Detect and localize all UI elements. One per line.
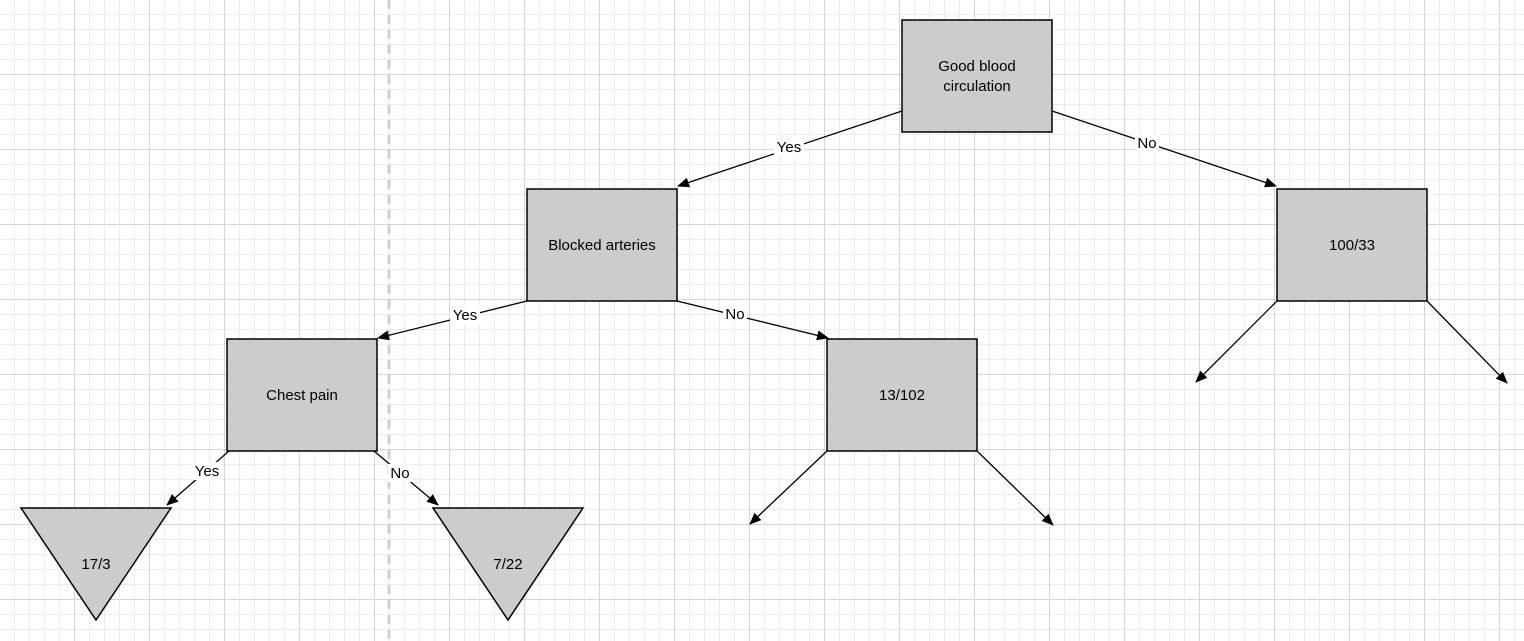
node-leaf-7-22: 7/22 (431, 507, 585, 622)
edge-leaf-13-102-to-open-6 (749, 450, 828, 525)
node-leaf-100-33: 100/33 (1276, 188, 1428, 302)
node-label: 17/3 (81, 556, 110, 573)
decision-box (1276, 188, 1428, 302)
edge-label-background (723, 305, 747, 323)
edge-label-background (450, 306, 480, 324)
node-label: Chest pain (266, 387, 338, 404)
decision-box (901, 19, 1053, 133)
edge-label-background (774, 138, 804, 156)
edge-blocked-to-leaf-13-102 (676, 300, 829, 341)
node-leaf-13-102: 13/102 (826, 338, 978, 452)
node-root: Good blood circulation (901, 19, 1053, 133)
node-label: circulation (943, 78, 1011, 95)
edge-label-background (192, 462, 222, 480)
leaf-triangle (431, 507, 585, 622)
node-blocked: Blocked arteries (526, 188, 678, 302)
decision-box (826, 338, 978, 452)
edge-label: No (390, 465, 409, 482)
node-label: Blocked arteries (548, 237, 656, 254)
edge-leaf-100-33-to-open-9 (1426, 300, 1508, 384)
leaf-triangle (19, 507, 173, 622)
edge-label: Yes (195, 463, 219, 480)
node-leaf-17-3: 17/3 (19, 507, 173, 622)
decision-box (526, 188, 678, 302)
decision-box (226, 338, 378, 452)
node-label: 13/102 (879, 387, 925, 404)
edge-label: No (1137, 135, 1156, 152)
edge-leaf-13-102-to-open-7 (976, 450, 1054, 526)
edge-label: No (725, 306, 744, 323)
edge-label-background (388, 464, 412, 482)
node-chest: Chest pain (226, 338, 378, 452)
edge-label: Yes (777, 139, 801, 156)
node-label: 7/22 (493, 556, 522, 573)
edge-leaf-100-33-to-open-8 (1195, 300, 1278, 383)
edge-label: Yes (453, 307, 477, 324)
node-label: 100/33 (1329, 237, 1375, 254)
edge-root-to-leaf-100-33 (1051, 110, 1277, 188)
edge-label-background (1135, 134, 1159, 152)
node-label: Good blood (938, 58, 1016, 75)
